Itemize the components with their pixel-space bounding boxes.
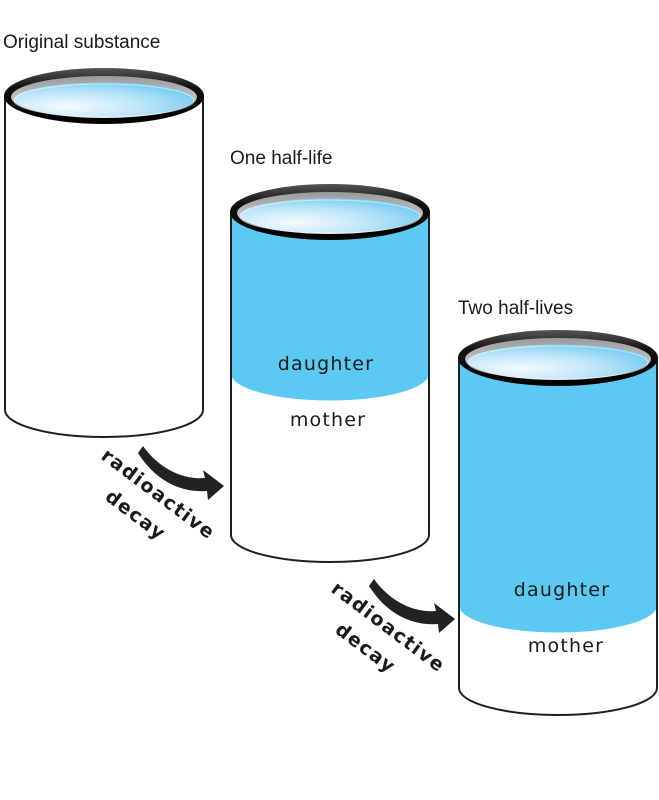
liquid-surface bbox=[468, 344, 648, 379]
decay-arrow-1: radioactive decay bbox=[97, 444, 224, 545]
liquid-surface bbox=[240, 198, 420, 233]
liquid-surface bbox=[14, 82, 194, 117]
cylinder-opening bbox=[4, 68, 204, 124]
daughter-label: daughter bbox=[278, 353, 374, 375]
cylinder-outline bbox=[458, 358, 658, 716]
curved-arrow-icon bbox=[138, 446, 224, 500]
cylinder-outline bbox=[4, 96, 204, 438]
cylinder-original: Original substance bbox=[3, 32, 204, 438]
curved-arrow-icon bbox=[369, 579, 455, 633]
decay-arrow-2: radioactive decay bbox=[327, 577, 455, 678]
daughter-region bbox=[231, 212, 429, 401]
surface-highlight bbox=[239, 199, 421, 234]
surface-highlight bbox=[467, 345, 649, 380]
cylinder-one-half-life: One half-life daughter mother bbox=[230, 148, 430, 563]
cylinder-opening bbox=[230, 184, 430, 240]
cylinder-opening bbox=[458, 330, 658, 386]
daughter-region bbox=[459, 358, 657, 633]
daughter-label: daughter bbox=[514, 579, 610, 601]
mother-label: mother bbox=[528, 635, 604, 657]
cylinder-body bbox=[5, 96, 203, 437]
cylinder-two-half-lives: Two half-lives daughter mother bbox=[458, 298, 658, 716]
cylinder-title: One half-life bbox=[230, 148, 332, 169]
cylinder-title: Original substance bbox=[3, 32, 160, 53]
cylinder-outline bbox=[230, 212, 430, 563]
surface-highlight bbox=[13, 83, 195, 118]
cylinder-title: Two half-lives bbox=[458, 298, 573, 319]
mother-label: mother bbox=[290, 409, 366, 431]
